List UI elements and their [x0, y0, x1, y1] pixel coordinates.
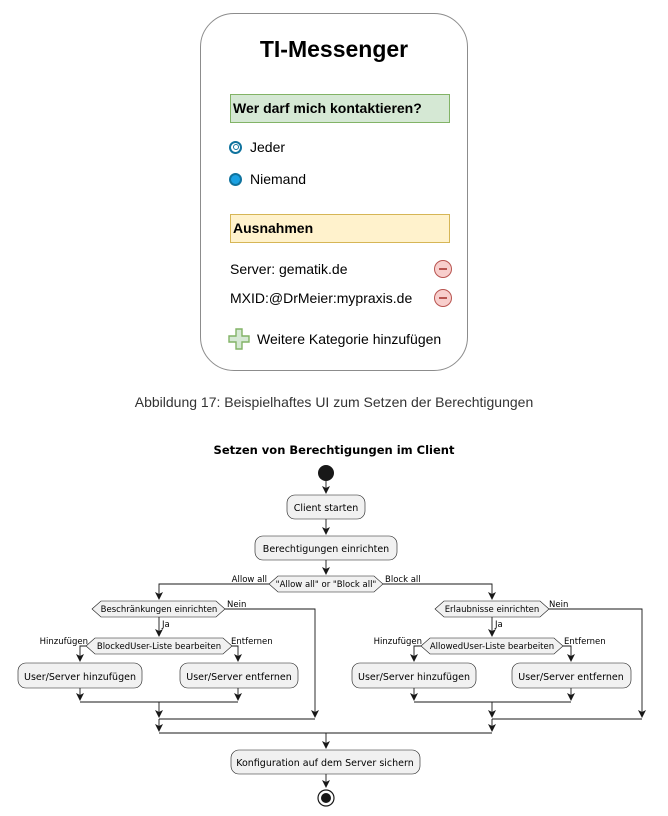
radio-option-jeder[interactable]: Jeder	[229, 138, 285, 156]
branch-label-hinzufuegen: Hinzufügen	[374, 637, 422, 647]
decision-label: "Allow all" or "Block all"	[276, 580, 377, 590]
radio-label: Jeder	[250, 139, 286, 155]
figure-caption: Abbildung 17: Beispielhaftes UI zum Setz…	[134, 394, 534, 410]
action-label: User/Server entfernen	[518, 672, 623, 683]
branch-label-allow: Allow all	[232, 575, 267, 585]
minus-circle-icon[interactable]	[434, 289, 452, 307]
exceptions-header: Ausnahmen	[230, 214, 450, 243]
branch-label-hinzufuegen: Hinzufügen	[40, 637, 88, 647]
exception-label: MXID:@DrMeier:mypraxis.de	[230, 290, 413, 306]
decision-label: BlockedUser-Liste bearbeiten	[97, 642, 221, 652]
action-label: Client starten	[294, 503, 359, 514]
action-label: Berechtigungen einrichten	[263, 544, 389, 555]
action-user-server-entfernen	[511, 662, 632, 689]
messenger-mockup: TI-Messenger Wer darf mich kontaktieren?…	[200, 13, 468, 371]
action-label: Konfiguration auf dem Server sichern	[236, 758, 414, 769]
branch-label-entfernen: Entfernen	[564, 637, 606, 647]
flow-title: Setzen von Berechtigungen im Client	[214, 443, 455, 457]
branch-label-nein: Nein	[227, 600, 246, 610]
radio-option-niemand[interactable]: Niemand	[229, 170, 306, 188]
radio-selected-icon[interactable]	[229, 172, 242, 186]
minus-circle-icon[interactable]	[434, 260, 452, 278]
action-user-server-entfernen	[179, 662, 299, 689]
decision-label: AllowedUser-Liste bearbeiten	[430, 642, 554, 652]
branch-label-entfernen: Entfernen	[231, 637, 273, 647]
app-title: TI-Messenger	[259, 36, 409, 62]
add-category-label: Weitere Kategorie hinzufügen	[257, 331, 442, 347]
action-label: User/Server entfernen	[186, 672, 291, 683]
end-node	[317, 789, 335, 807]
exception-label: Server: gematik.de	[230, 261, 348, 277]
branch-label-ja: Ja	[161, 620, 170, 630]
decision-label: Erlaubnisse einrichten	[445, 605, 540, 615]
radio-unselected-icon[interactable]	[229, 140, 242, 154]
decision-label: Beschränkungen einrichten	[101, 605, 218, 615]
branch-label-nein: Nein	[549, 600, 568, 610]
contact-permission-header: Wer darf mich kontaktieren?	[230, 94, 450, 123]
add-category-button[interactable]: Weitere Kategorie hinzufügen	[228, 328, 441, 350]
plus-icon[interactable]	[228, 328, 250, 350]
exception-item: Server: gematik.de	[230, 260, 452, 278]
branch-label-block: Block all	[385, 575, 421, 585]
exception-item: MXID:@DrMeier:mypraxis.de	[230, 289, 452, 307]
action-konfiguration-sichern	[230, 749, 421, 775]
radio-label: Niemand	[250, 171, 307, 187]
action-label: User/Server hinzufügen	[24, 672, 136, 683]
branch-label-ja: Ja	[494, 620, 503, 630]
start-node	[318, 465, 334, 481]
action-label: User/Server hinzufügen	[358, 672, 470, 683]
